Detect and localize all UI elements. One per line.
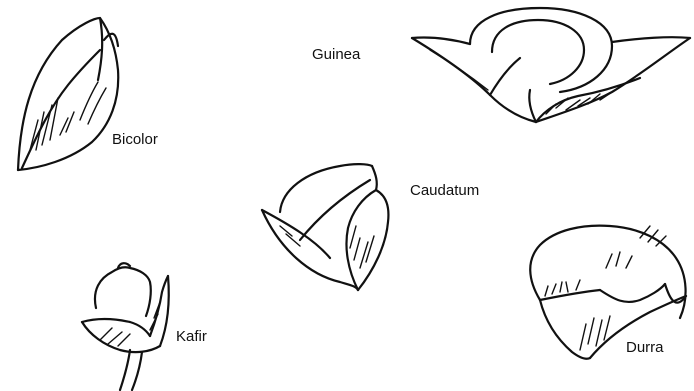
bicolor-spikelet-drawing [18, 18, 118, 170]
label-durra: Durra [626, 340, 664, 355]
label-caudatum: Caudatum [410, 183, 479, 198]
caudatum-spikelet-drawing [262, 164, 388, 290]
kafir-spikelet-drawing [82, 263, 169, 390]
guinea-spikelet-drawing [412, 8, 690, 122]
label-guinea: Guinea [312, 47, 360, 62]
label-kafir: Kafir [176, 329, 207, 344]
label-bicolor: Bicolor [112, 132, 158, 147]
